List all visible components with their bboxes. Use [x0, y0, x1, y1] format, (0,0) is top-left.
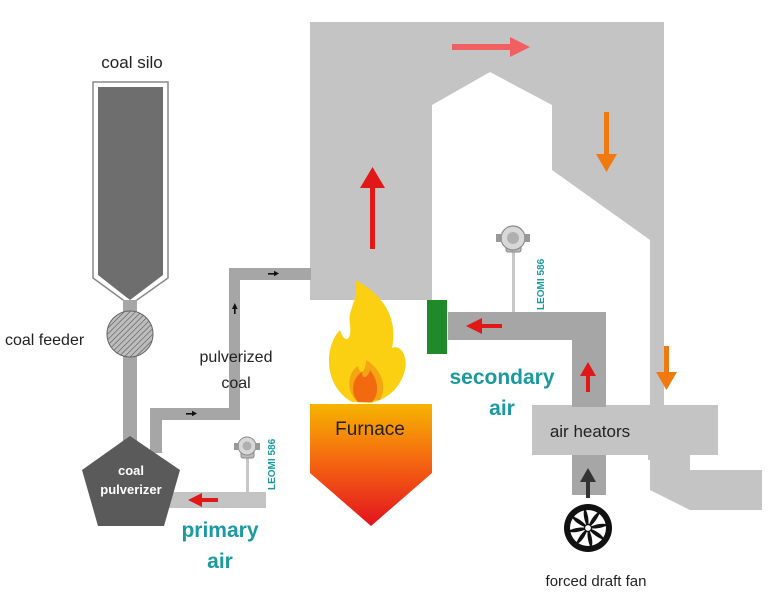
fan-blade — [568, 527, 588, 533]
coal-feeder-label: coal feeder — [5, 332, 85, 349]
small-arrow-pipe-2 — [232, 303, 238, 314]
coal-silo — [92, 81, 169, 306]
fan-blade — [588, 512, 600, 528]
flow-arrow-secondary-up — [580, 362, 596, 392]
coal-pulverizer — [82, 436, 180, 526]
secondary-air-nozzle — [427, 300, 447, 354]
air-heater-box — [532, 405, 718, 455]
flow-arrow-fan-up — [580, 468, 596, 498]
fan-icon — [564, 504, 612, 552]
fan-blade — [583, 508, 589, 528]
flow-arrow-down-1 — [596, 112, 617, 172]
furnace-label: Furnace — [335, 419, 405, 440]
fan-blade — [588, 528, 604, 540]
flow-arrow-secondary-left — [466, 318, 502, 334]
coal-pulverizer-label: coal — [118, 463, 144, 478]
coal-pulverizer-label-2: pulverizer — [100, 482, 161, 497]
pulverized-coal-label: pulverized — [200, 349, 273, 366]
coal-feeder — [106, 310, 154, 358]
flow-arrow-down-2 — [656, 346, 677, 390]
primary-air-label: primary — [181, 519, 258, 542]
coal-silo-label: coal silo — [101, 53, 162, 72]
sensor-label-primary: LEOMI 586 — [267, 438, 278, 490]
fan-blade — [576, 528, 588, 544]
temperature-sensor-icon — [496, 225, 530, 312]
secondary-air-label-2: air — [489, 397, 515, 420]
small-arrow-pipe-3 — [268, 270, 279, 277]
flow-arrow-top-right — [452, 37, 530, 57]
primary-air-label-2: air — [207, 550, 233, 573]
small-arrow-pipe-1 — [186, 410, 197, 417]
flow-arrow-furnace-up — [360, 167, 385, 249]
forced-draft-fan-label: forced draft fan — [546, 573, 647, 590]
fan-blade — [572, 516, 588, 528]
pulverized-coal-label-2: coal — [221, 375, 250, 392]
flame-icon — [328, 280, 406, 403]
furnace-chamber — [310, 404, 432, 526]
sensor-label-secondary: LEOMI 586 — [536, 258, 547, 310]
secondary-air-label: secondary — [449, 366, 554, 389]
temperature-sensor-icon — [234, 436, 260, 492]
air-heaters-label: air heators — [550, 422, 630, 441]
secondary-air-duct — [448, 312, 606, 495]
fan-blade — [587, 528, 593, 548]
fan-blade — [588, 523, 608, 529]
flow-arrow-primary-left — [188, 493, 218, 507]
